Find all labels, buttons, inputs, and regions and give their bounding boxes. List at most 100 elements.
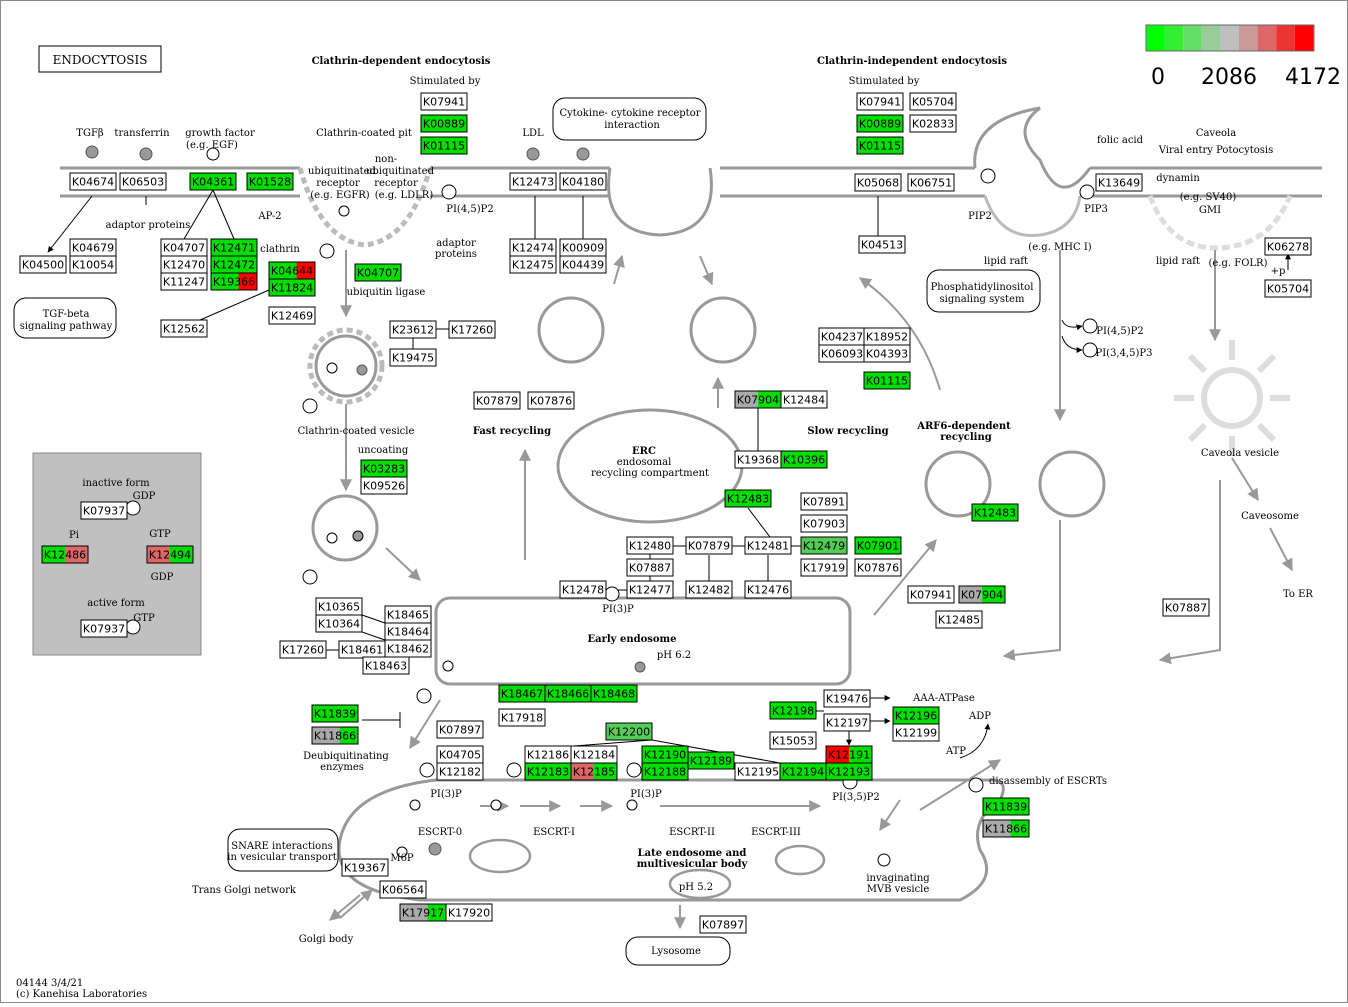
gene-node-k18952[interactable]: K18952 xyxy=(863,327,911,346)
gene-node-k13649[interactable]: K13649 xyxy=(1095,173,1143,192)
gene-node-k12483[interactable]: K12483 xyxy=(724,489,772,508)
gene-node-k12472[interactable]: K12472 xyxy=(210,255,258,274)
gene-node-k15053[interactable]: K15053 xyxy=(769,731,817,750)
gene-node-k17260[interactable]: K17260 xyxy=(448,320,496,339)
gene-node-k18461[interactable]: K18461 xyxy=(338,640,386,659)
gene-node-k17919[interactable]: K17919 xyxy=(800,558,848,577)
gene-node-k12471[interactable]: K12471 xyxy=(210,238,258,257)
gene-node-k07876[interactable]: K07876 xyxy=(854,558,902,577)
gene-node-k18465[interactable]: K18465 xyxy=(384,605,432,624)
gene-node-k19367[interactable]: K19367 xyxy=(341,858,389,877)
gene-node-k12198[interactable]: K12198 xyxy=(769,701,817,720)
gene-node-k05068[interactable]: K05068 xyxy=(854,173,902,192)
gene-node-k11247[interactable]: K11247 xyxy=(160,272,208,291)
gene-node-k04513[interactable]: K04513 xyxy=(858,235,906,254)
gene-node-k11839[interactable]: K11839 xyxy=(982,797,1030,816)
gene-node-k04644[interactable]: K04644 xyxy=(268,261,316,280)
gene-node-k04180[interactable]: K04180 xyxy=(559,172,607,191)
gene-node-k11824[interactable]: K11824 xyxy=(268,278,316,297)
gene-node-k07879[interactable]: K07879 xyxy=(685,536,733,555)
gene-node-k10365[interactable]: K10365 xyxy=(315,597,363,616)
gene-node-k07891[interactable]: K07891 xyxy=(800,492,848,511)
gene-node-k18463[interactable]: K18463 xyxy=(362,656,410,675)
gene-node-k12189[interactable]: K12189 xyxy=(687,751,735,770)
gene-node-k17260[interactable]: K17260 xyxy=(279,640,327,659)
gene-node-k04361[interactable]: K04361 xyxy=(189,172,237,191)
gene-node-k10054[interactable]: K10054 xyxy=(69,255,117,274)
gene-node-k07887[interactable]: K07887 xyxy=(1162,598,1210,617)
gene-node-k17917[interactable]: K17917 xyxy=(399,903,447,922)
gene-node-k07941[interactable]: K07941 xyxy=(856,92,904,111)
gene-node-k12473[interactable]: K12473 xyxy=(509,172,557,191)
gene-node-k18466[interactable]: K18466 xyxy=(544,684,592,703)
gene-node-k23612[interactable]: K23612 xyxy=(389,320,437,339)
gene-node-k18462[interactable]: K18462 xyxy=(384,639,432,658)
gene-node-k12477[interactable]: K12477 xyxy=(626,580,674,599)
gene-node-k12182[interactable]: K12182 xyxy=(436,762,484,781)
gene-node-k12195[interactable]: K12195 xyxy=(734,762,782,781)
gene-node-k10364[interactable]: K10364 xyxy=(315,614,363,633)
gene-node-k11839[interactable]: K11839 xyxy=(311,704,359,723)
gene-node-k02833[interactable]: K02833 xyxy=(909,114,957,133)
gene-node-k12183[interactable]: K12183 xyxy=(524,762,572,781)
gene-node-k07897[interactable]: K07897 xyxy=(436,720,484,739)
gene-node-k06503[interactable]: K06503 xyxy=(119,172,167,191)
gene-node-k19475[interactable]: K19475 xyxy=(389,348,437,367)
gene-node-k12480[interactable]: K12480 xyxy=(626,536,674,555)
gene-node-k06751[interactable]: K06751 xyxy=(907,173,955,192)
gene-node-k06278[interactable]: K06278 xyxy=(1264,237,1312,256)
gene-node-k03283[interactable]: K03283 xyxy=(360,459,408,478)
gene-node-k01115[interactable]: K01115 xyxy=(863,371,911,390)
gene-node-k12484[interactable]: K12484 xyxy=(780,390,828,409)
gene-node-k11866[interactable]: K11866 xyxy=(311,726,359,745)
gene-node-k12478[interactable]: K12478 xyxy=(559,580,607,599)
gene-node-k04707[interactable]: K04707 xyxy=(160,238,208,257)
gene-node-k19368[interactable]: K19368 xyxy=(734,450,782,469)
gene-node-k00889[interactable]: K00889 xyxy=(856,114,904,133)
gene-node-k12494[interactable]: K12494 xyxy=(146,545,194,564)
gene-node-k12481[interactable]: K12481 xyxy=(744,536,792,555)
gene-node-k09526[interactable]: K09526 xyxy=(360,476,408,495)
gene-node-k12476[interactable]: K12476 xyxy=(744,580,792,599)
gene-node-k07904[interactable]: K07904 xyxy=(958,585,1006,604)
gene-node-k07903[interactable]: K07903 xyxy=(800,514,848,533)
gene-node-k12186[interactable]: K12186 xyxy=(524,745,572,764)
gene-node-k07897[interactable]: K07897 xyxy=(699,915,747,934)
gene-node-k19476[interactable]: K19476 xyxy=(823,689,871,708)
gene-node-k04393[interactable]: K04393 xyxy=(863,344,911,363)
gene-node-k04439[interactable]: K04439 xyxy=(559,255,607,274)
gene-node-k12562[interactable]: K12562 xyxy=(160,319,208,338)
gene-node-k07876[interactable]: K07876 xyxy=(527,391,575,410)
gene-node-k12185[interactable]: K12185 xyxy=(570,762,618,781)
gene-node-k12190[interactable]: K12190 xyxy=(641,745,689,764)
gene-node-k07901[interactable]: K07901 xyxy=(854,536,902,555)
gene-node-k12197[interactable]: K12197 xyxy=(823,713,871,732)
gene-node-k12469[interactable]: K12469 xyxy=(268,306,316,325)
gene-node-k01528[interactable]: K01528 xyxy=(246,172,294,191)
gene-node-k05704[interactable]: K05704 xyxy=(1264,279,1312,298)
gene-node-k12191[interactable]: K12191 xyxy=(825,745,873,764)
gene-node-k12188[interactable]: K12188 xyxy=(641,762,689,781)
gene-node-k04674[interactable]: K04674 xyxy=(69,172,117,191)
gene-node-k07904[interactable]: K07904 xyxy=(734,390,782,409)
gene-node-k01115[interactable]: K01115 xyxy=(420,136,468,155)
gene-node-k12479[interactable]: K12479 xyxy=(800,536,848,555)
gene-node-k04237[interactable]: K04237 xyxy=(818,327,866,346)
gene-node-k04707[interactable]: K04707 xyxy=(354,263,402,282)
gene-node-k07941[interactable]: K07941 xyxy=(907,585,955,604)
gene-node-k12482[interactable]: K12482 xyxy=(685,580,733,599)
gene-node-k07879[interactable]: K07879 xyxy=(473,391,521,410)
gene-node-k07937[interactable]: K07937 xyxy=(80,501,128,520)
gene-node-k01115[interactable]: K01115 xyxy=(856,136,904,155)
gene-node-k12199[interactable]: K12199 xyxy=(892,723,940,742)
gene-node-k17918[interactable]: K17918 xyxy=(498,708,546,727)
gene-node-k06564[interactable]: K06564 xyxy=(379,880,427,899)
gene-node-k12194[interactable]: K12194 xyxy=(779,762,827,781)
gene-node-k07941[interactable]: K07941 xyxy=(420,92,468,111)
gene-node-k07937[interactable]: K07937 xyxy=(80,619,128,638)
gene-node-k12483[interactable]: K12483 xyxy=(971,503,1019,522)
gene-node-k04705[interactable]: K04705 xyxy=(436,745,484,764)
gene-node-k00909[interactable]: K00909 xyxy=(559,238,607,257)
gene-node-k19366[interactable]: K19366 xyxy=(210,272,258,291)
gene-node-k07887[interactable]: K07887 xyxy=(626,558,674,577)
